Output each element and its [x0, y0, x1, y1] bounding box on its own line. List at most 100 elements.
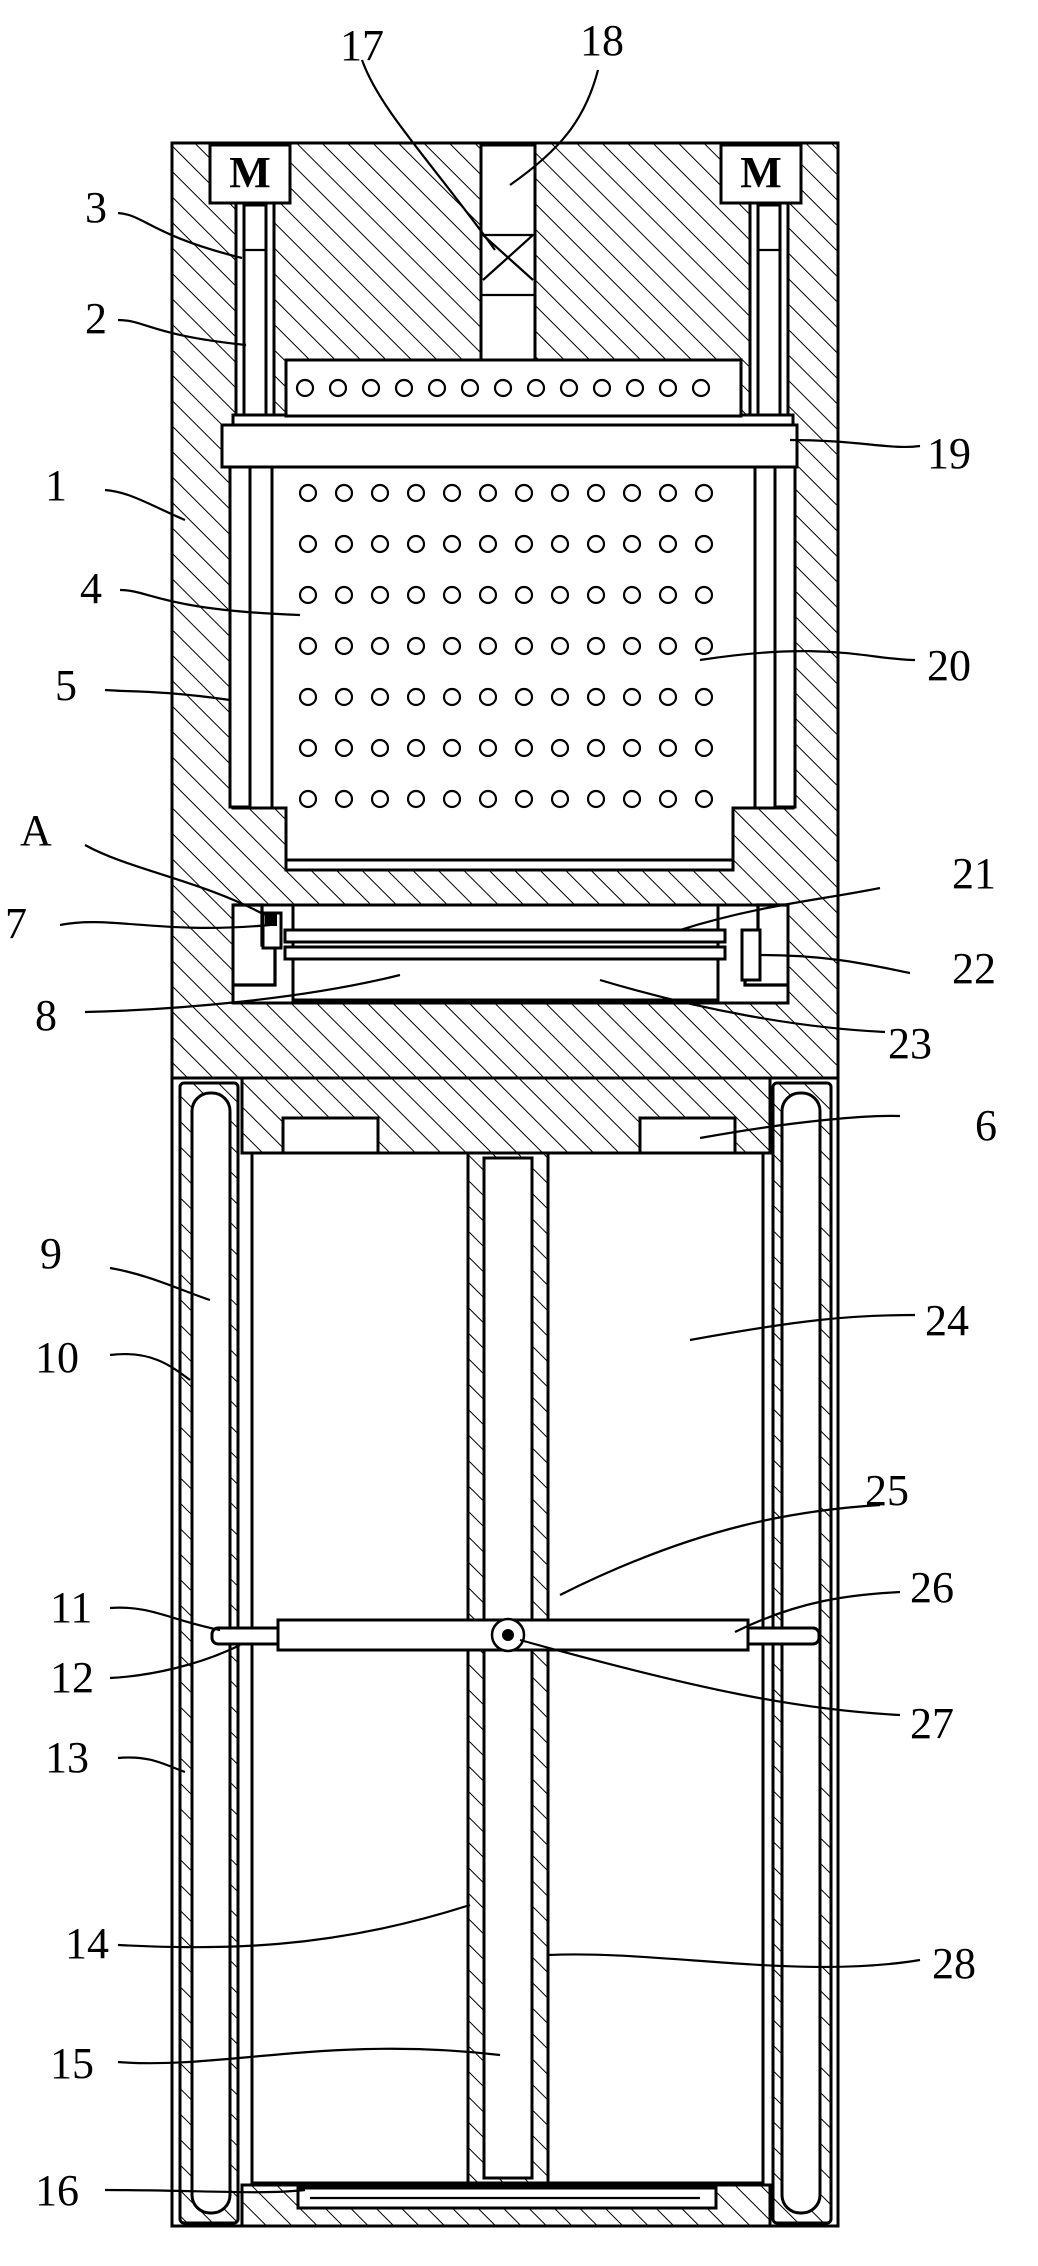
top-cover [284, 358, 743, 418]
hole [622, 738, 642, 758]
label-9: 9 [40, 1229, 62, 1278]
hole [694, 738, 714, 758]
motor-label-right: M [740, 148, 782, 197]
hole [478, 636, 498, 656]
label-23: 23 [888, 1019, 932, 1068]
motor-label-left: M [229, 148, 271, 197]
hole [370, 483, 390, 503]
hole [442, 738, 462, 758]
hole [586, 789, 606, 809]
guide-rail-right [773, 465, 797, 809]
label-5: 5 [55, 661, 77, 710]
hole [514, 738, 534, 758]
hole [298, 585, 318, 605]
hole [406, 534, 426, 554]
perforated-basket [270, 465, 757, 862]
hole [370, 585, 390, 605]
label-13: 13 [45, 1733, 89, 1782]
hole [514, 687, 534, 707]
hole [622, 534, 642, 554]
label-1: 1 [45, 461, 67, 510]
chamber-right [546, 1151, 765, 2185]
hole [694, 789, 714, 809]
hole [658, 585, 678, 605]
basket-holes [295, 378, 714, 809]
hole [370, 636, 390, 656]
hole [694, 483, 714, 503]
hole [550, 738, 570, 758]
hole [625, 378, 645, 398]
hole [298, 789, 318, 809]
hole [442, 534, 462, 554]
hole [394, 378, 414, 398]
label-4: 4 [80, 564, 102, 613]
hole [427, 378, 447, 398]
hole [334, 687, 354, 707]
label-19: 19 [927, 429, 971, 478]
hole [442, 483, 462, 503]
hole [406, 738, 426, 758]
hole [295, 378, 315, 398]
crossbar [220, 423, 799, 469]
hole [478, 534, 498, 554]
hole [550, 789, 570, 809]
hole [691, 378, 711, 398]
hole [550, 636, 570, 656]
hole [406, 585, 426, 605]
hole [592, 378, 612, 398]
label-18: 18 [580, 16, 624, 65]
hole [658, 483, 678, 503]
hole [298, 483, 318, 503]
hole [442, 636, 462, 656]
hole [658, 534, 678, 554]
hole [361, 378, 381, 398]
hole [694, 636, 714, 656]
hole [334, 483, 354, 503]
hole [586, 585, 606, 605]
hole [478, 585, 498, 605]
hole [586, 534, 606, 554]
side-tube-left [178, 1081, 240, 2225]
hole [514, 534, 534, 554]
center-column [466, 1151, 550, 2185]
label-12: 12 [50, 1653, 94, 1702]
hole [694, 585, 714, 605]
label-20: 20 [927, 641, 971, 690]
label-11: 11 [50, 1583, 92, 1632]
hole [493, 378, 513, 398]
hole [622, 483, 642, 503]
label-16: 16 [35, 2166, 79, 2215]
connecting-rod [210, 1617, 821, 1653]
label-A: A [20, 806, 52, 855]
motor-left [208, 143, 292, 205]
hole [334, 636, 354, 656]
hole [514, 483, 534, 503]
label-6: 6 [975, 1101, 997, 1150]
label-24: 24 [925, 1296, 969, 1345]
hole [658, 378, 678, 398]
label-7: 7 [5, 899, 27, 948]
hole [658, 687, 678, 707]
hole [328, 378, 348, 398]
hole [370, 738, 390, 758]
hole [658, 789, 678, 809]
label-22: 22 [952, 944, 996, 993]
label-15: 15 [50, 2039, 94, 2088]
hole [694, 534, 714, 554]
label-14: 14 [65, 1919, 109, 1968]
hole [622, 789, 642, 809]
label-26: 26 [910, 1563, 954, 1612]
hole [406, 687, 426, 707]
hole [526, 378, 546, 398]
guide-rail-left [228, 465, 252, 809]
leader-lines [59, 59, 921, 2194]
hole [442, 789, 462, 809]
hole [478, 738, 498, 758]
hole [478, 687, 498, 707]
hole [460, 378, 480, 398]
hole [334, 789, 354, 809]
hole [586, 738, 606, 758]
side-tube-right [771, 1081, 833, 2225]
hole [406, 789, 426, 809]
